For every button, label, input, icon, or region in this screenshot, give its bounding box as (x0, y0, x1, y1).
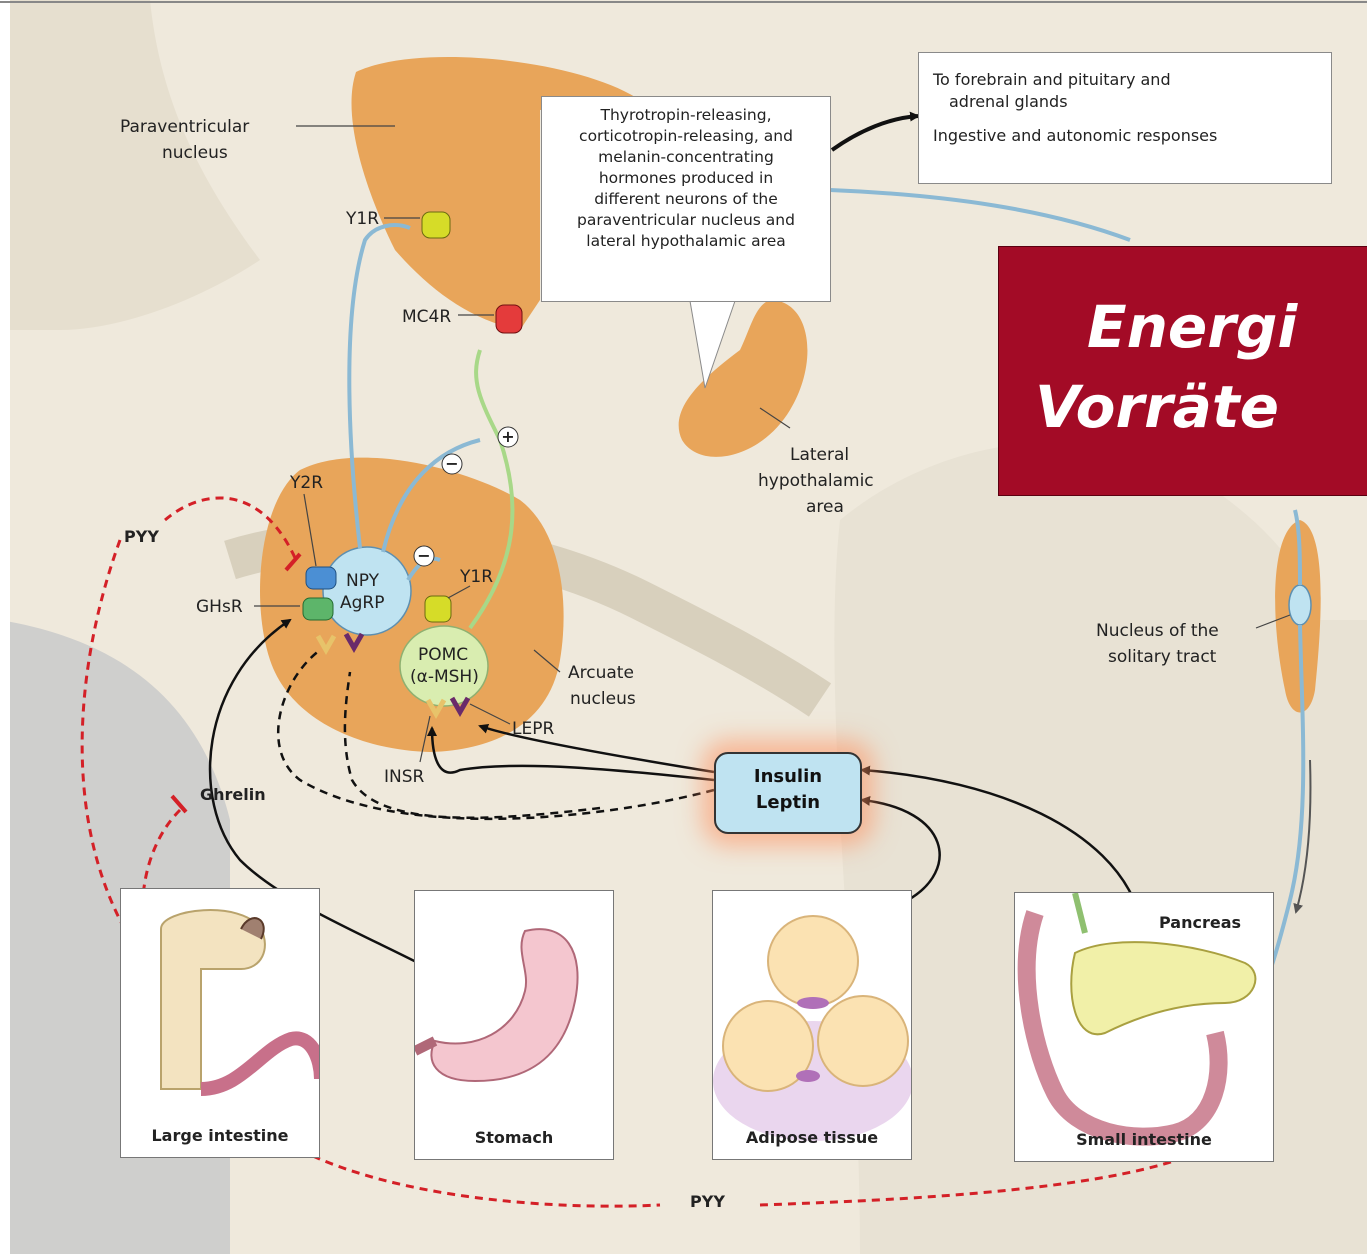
paraventricular-label-1: Paraventricular (120, 117, 249, 137)
insulin-leptin-box: Insulin Leptin (714, 752, 862, 834)
arcuate-label-2: nucleus (570, 689, 636, 709)
y1r-top-label: Y1R (345, 209, 379, 229)
y2r-label: Y2R (289, 473, 323, 493)
pomc-label: POMC (418, 645, 468, 665)
solitary-neuron (1289, 585, 1311, 625)
insr-label: INSR (384, 767, 425, 787)
pyy-left-label: PYY (124, 527, 159, 546)
solitary-label-1: Nucleus of the (1096, 621, 1219, 641)
adipose-tissue-panel: Adipose tissue (712, 890, 912, 1160)
plus-sign: + (501, 427, 514, 446)
minus-sign-top: − (445, 454, 458, 473)
small-intestine-label: Small intestine (1015, 1130, 1273, 1149)
ghsr-label: GHsR (196, 597, 243, 617)
output-line-2: adrenal glands (933, 91, 1317, 113)
agrp-label: AgRP (340, 593, 384, 613)
y1r-receptor-mid (425, 596, 451, 622)
large-intestine-label: Large intestine (121, 1126, 319, 1145)
y1r-receptor-top (422, 212, 450, 238)
output-box: To forebrain and pituitary and adrenal g… (918, 52, 1332, 184)
callout-line-6: paraventricular nucleus and (548, 210, 824, 231)
adipose-label: Adipose tissue (713, 1128, 911, 1147)
banner-line-2: Vorräte (1035, 367, 1367, 447)
small-intestine-illustration (1015, 893, 1274, 1162)
solitary-label-2: solitary tract (1108, 647, 1217, 667)
output-line-1: To forebrain and pituitary and (933, 69, 1317, 91)
callout-line-2: corticotropin-releasing, and (548, 126, 824, 147)
mc4r-label: MC4R (402, 307, 451, 327)
arcuate-label-1: Arcuate (568, 663, 634, 683)
callout-line-1: Thyrotropin-releasing, (548, 105, 824, 126)
paraventricular-label-2: nucleus (162, 143, 228, 163)
adipose-illustration (713, 891, 912, 1160)
callout-line-5: different neurons of the (548, 189, 824, 210)
large-intestine-panel: Large intestine (120, 888, 320, 1158)
insulin-label: Insulin (716, 764, 860, 790)
leptin-label: Leptin (716, 790, 860, 816)
lateral-label-1: Lateral (790, 445, 849, 465)
hormone-callout-box: Thyrotropin-releasing, corticotropin-rel… (541, 96, 831, 302)
ghrelin-label: Ghrelin (200, 785, 266, 804)
lepr-label: LEPR (512, 719, 554, 739)
ghsr-receptor (303, 598, 333, 620)
stomach-illustration (415, 891, 614, 1160)
left-border (0, 0, 10, 1254)
stomach-label: Stomach (415, 1128, 613, 1147)
lateral-label-3: area (806, 497, 844, 517)
banner-line-1: Energi (1087, 287, 1367, 367)
minus-sign-mid: − (417, 546, 430, 565)
title-banner: Energi Vorräte (998, 246, 1367, 496)
y1r-mid-label: Y1R (459, 567, 493, 587)
pancreas-label: Pancreas (1155, 913, 1245, 932)
pyy-bottom-label: PYY (686, 1192, 729, 1211)
small-intestine-panel: Pancreas Small intestine (1014, 892, 1274, 1162)
npy-agrp-neuron (323, 547, 411, 635)
msh-label: (α-MSH) (410, 667, 479, 687)
npy-label: NPY (346, 571, 380, 591)
stomach-panel: Stomach (414, 890, 614, 1160)
y2r-receptor (306, 567, 336, 589)
pomc-neuron (400, 626, 488, 706)
lateral-label-2: hypothalamic (758, 471, 874, 491)
callout-line-4: hormones produced in (548, 168, 824, 189)
callout-line-3: melanin-concentrating (548, 147, 824, 168)
large-intestine-illustration (121, 889, 320, 1158)
callout-line-7: lateral hypothalamic area (548, 231, 824, 252)
mc4r-receptor (496, 305, 522, 333)
output-line-3: Ingestive and autonomic responses (933, 125, 1317, 147)
